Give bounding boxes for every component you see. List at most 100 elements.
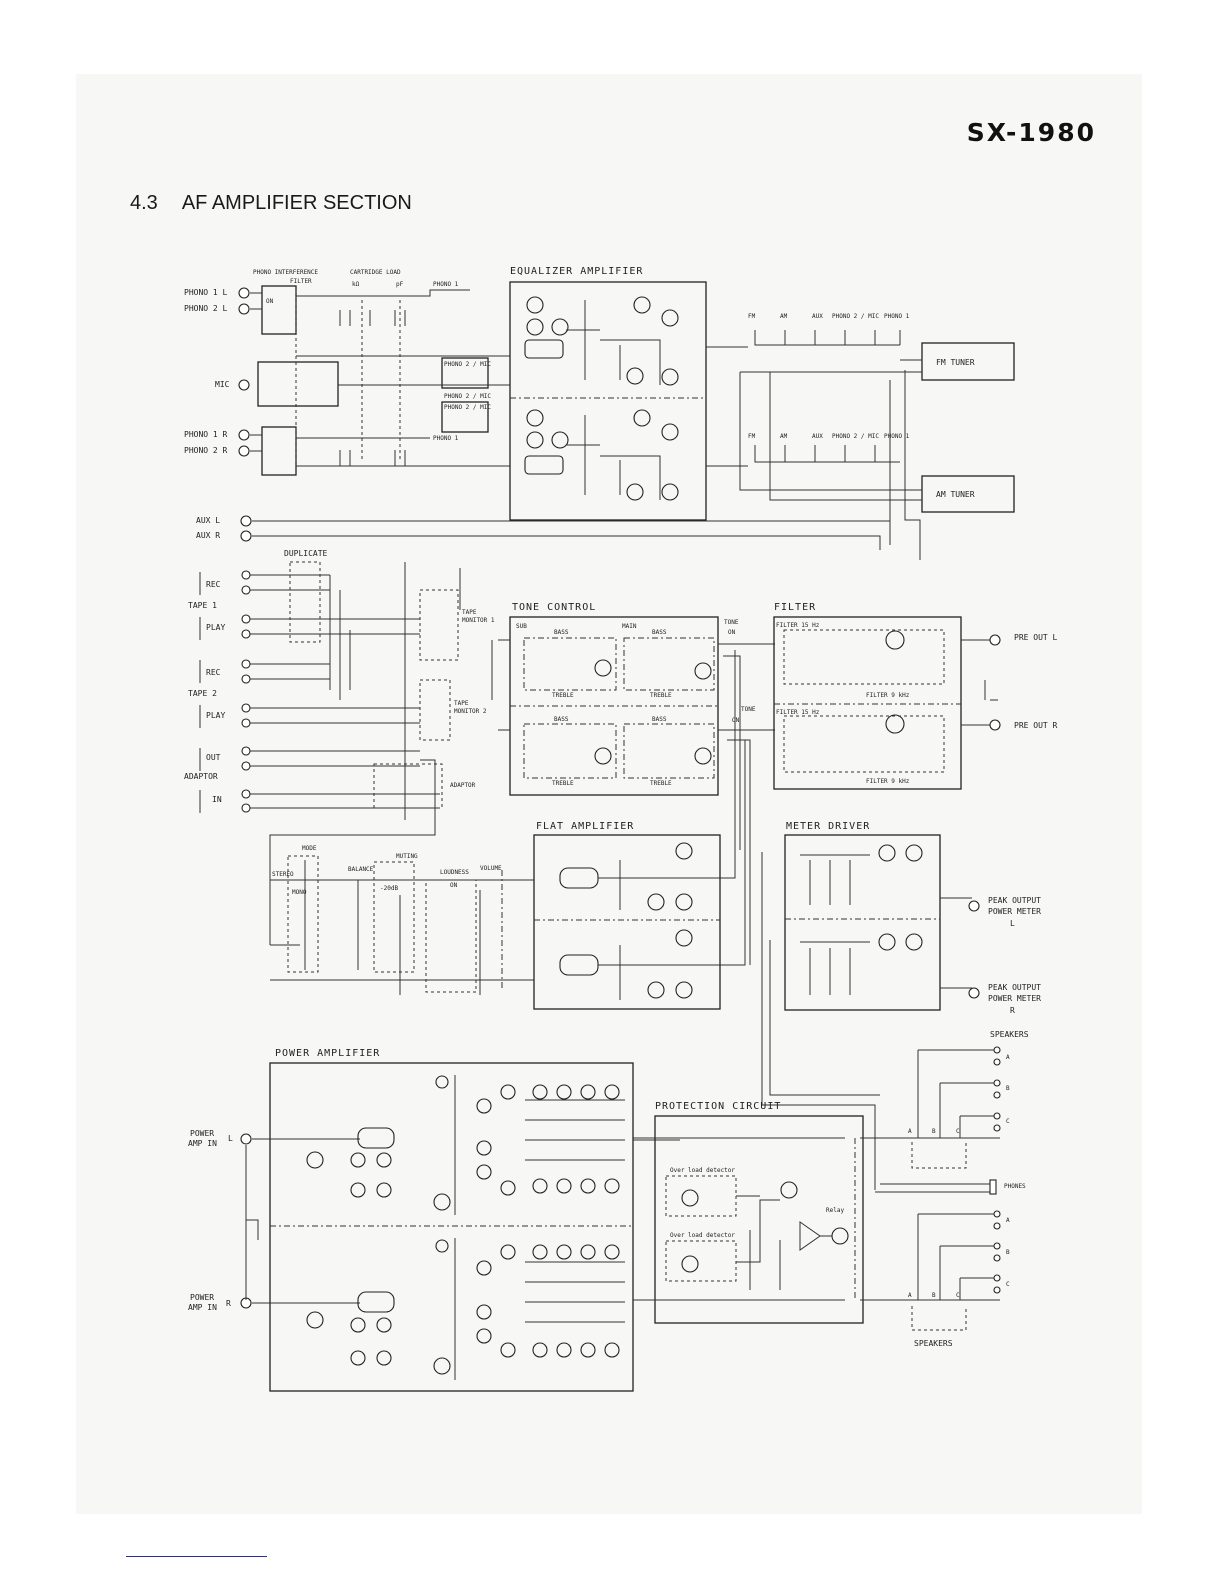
on-label-l: ON	[266, 298, 274, 305]
equalizer-r-transistors	[524, 409, 679, 501]
tone-control: TONE CONTROL SUB MAIN BASS BASS TREBLE T…	[491, 602, 775, 965]
flat-amplifier-box	[533, 834, 721, 1010]
overload-detector-1: Over load detector	[670, 1167, 735, 1174]
equalizer-wiring	[566, 300, 661, 500]
sp-a-right-label: A	[1006, 1054, 1010, 1061]
power-in-l-line2: AMP IN	[188, 1139, 217, 1148]
sel-r-aux: AUX	[812, 433, 823, 440]
speaker-wiring	[875, 1049, 994, 1300]
tape2-rec-label: REC	[206, 668, 221, 677]
minus20db-label: -20dB	[380, 885, 398, 892]
loudness-label: LOUDNESS	[440, 869, 469, 876]
bass-label-4: BASS	[652, 716, 667, 723]
am-tuner-label: AM TUNER	[936, 490, 975, 499]
phono-r-switch-box	[261, 426, 297, 476]
adaptor-switch	[373, 763, 443, 809]
mode-label: MODE	[302, 845, 317, 852]
sp-b-right2-label: B	[1006, 1249, 1010, 1256]
model-number: SX-1980	[966, 118, 1096, 147]
mic-jack	[238, 379, 250, 391]
power-amplifier-label: POWER AMPLIFIER	[275, 1048, 380, 1059]
meter-r-line3: R	[1010, 1006, 1015, 1015]
filter-out-wiring	[961, 639, 998, 726]
bass-label-2: BASS	[652, 629, 667, 636]
aux-r-label: AUX R	[196, 531, 220, 540]
tape-monitor1-label: MONITOR 1	[462, 617, 495, 624]
meter-tr-2	[905, 844, 923, 862]
overload-detector-2: Over load detector	[670, 1232, 735, 1239]
mic-label: MIC	[215, 380, 230, 389]
tone-sub-r-network	[523, 723, 617, 779]
flat-amplifier-label: FLAT AMPLIFIER	[536, 821, 634, 832]
mic-amp-box	[257, 361, 339, 407]
kohm-label: kΩ	[352, 281, 360, 288]
aux-r-jack	[240, 530, 252, 542]
sel-r-fm: FM	[748, 433, 756, 440]
cartridge-load-linkage	[295, 290, 401, 465]
footer-rule	[126, 1556, 267, 1557]
volume-wiring	[270, 860, 534, 995]
tone-tr-4	[694, 747, 712, 765]
equalizer-l-transistors	[524, 296, 679, 386]
bass-label-3: BASS	[554, 716, 569, 723]
sel-r-am: AM	[780, 433, 788, 440]
duplicate-label: DUPLICATE	[284, 549, 328, 558]
tone-main-l-network	[623, 637, 715, 691]
filter-l-network	[783, 629, 945, 685]
prot-comparator	[799, 1221, 821, 1251]
phono1-switch-label-r: PHONO 1	[433, 435, 459, 442]
protection-circuit-box	[654, 1115, 864, 1324]
filter-9khz-label-r: FILTER 9 kHz	[866, 778, 910, 785]
phono2-l-label: PHONO 2 L	[184, 304, 228, 313]
relay-label: Relay	[826, 1207, 844, 1214]
tone-on-label-l: ON	[728, 629, 736, 636]
phono2-l-jack	[238, 303, 250, 315]
filter: FILTER FILTER 15 Hz FILTER 9 kHz FILTER …	[773, 602, 1058, 790]
meter-r-line2: POWER METER	[988, 994, 1041, 1003]
sel-r-phono2mic: PHONO 2 / MIC	[832, 433, 879, 440]
filter-box	[773, 616, 962, 790]
speakers-label-bottom: SPEAKERS	[914, 1339, 953, 1348]
meter-r-line1: PEAK OUTPUT	[988, 983, 1041, 992]
phones-label: PHONES	[1004, 1183, 1026, 1190]
phono1-switch-label: PHONO 1	[433, 281, 459, 288]
tape-wiring	[250, 574, 440, 809]
phono-l-switch-box	[261, 285, 297, 335]
tape-monitor2-tape: TAPE	[454, 700, 469, 707]
sel-l-phono2mic: PHONO 2 / MIC	[832, 313, 879, 320]
power-in-r-line2: AMP IN	[188, 1303, 217, 1312]
filter-15hz-label-l: FILTER 15 Hz	[776, 622, 820, 629]
tape1-label: TAPE 1	[188, 601, 217, 610]
phono-interference-label: PHONO INTERFERENCE	[253, 269, 318, 276]
tone-switch-label-r: TONE	[741, 706, 756, 713]
meter-l-line2: POWER METER	[988, 907, 1041, 916]
sel-l-phono1: PHONO 1	[884, 313, 910, 320]
phono-wiring	[250, 289, 510, 467]
speaker-section: SPEAKERS SPEAKERS A B C A B C A B C A B …	[875, 1030, 1029, 1348]
tape-section: AUX L AUX R DUPLICATE TAPE 1 REC PLAY TA…	[184, 515, 891, 945]
adaptor-out-label: OUT	[206, 753, 221, 762]
tone-switch-label-l: TONE	[724, 619, 739, 626]
overload-detector-l	[665, 1175, 737, 1217]
sel-l-aux: AUX	[812, 313, 823, 320]
sp-b-top-label: B	[932, 1128, 936, 1135]
load-components	[339, 310, 406, 466]
loudness-on-label: ON	[450, 882, 458, 889]
tone-tr-2	[694, 662, 712, 680]
treble-label-3: TREBLE	[552, 780, 574, 787]
meter-wiring	[761, 852, 972, 1190]
tone-tr-1	[594, 659, 612, 677]
meter-driver-box	[784, 834, 941, 1011]
meter-tr-4	[905, 933, 923, 951]
protection-circuit: PROTECTION CIRCUIT Over load detector Ov…	[633, 1101, 1000, 1324]
flat-tr-1	[675, 842, 693, 860]
meter-driver-label: METER DRIVER	[786, 821, 870, 832]
phono2mic-label-3: PHONO 2 / MIC	[444, 404, 491, 411]
equalizer-amplifier-box	[509, 281, 707, 521]
sp-a-right2-label: A	[1006, 1217, 1010, 1224]
am-tuner-box	[921, 475, 1015, 513]
adaptor-in-label: IN	[212, 795, 222, 804]
power-in-r-line1: POWER	[190, 1293, 214, 1302]
